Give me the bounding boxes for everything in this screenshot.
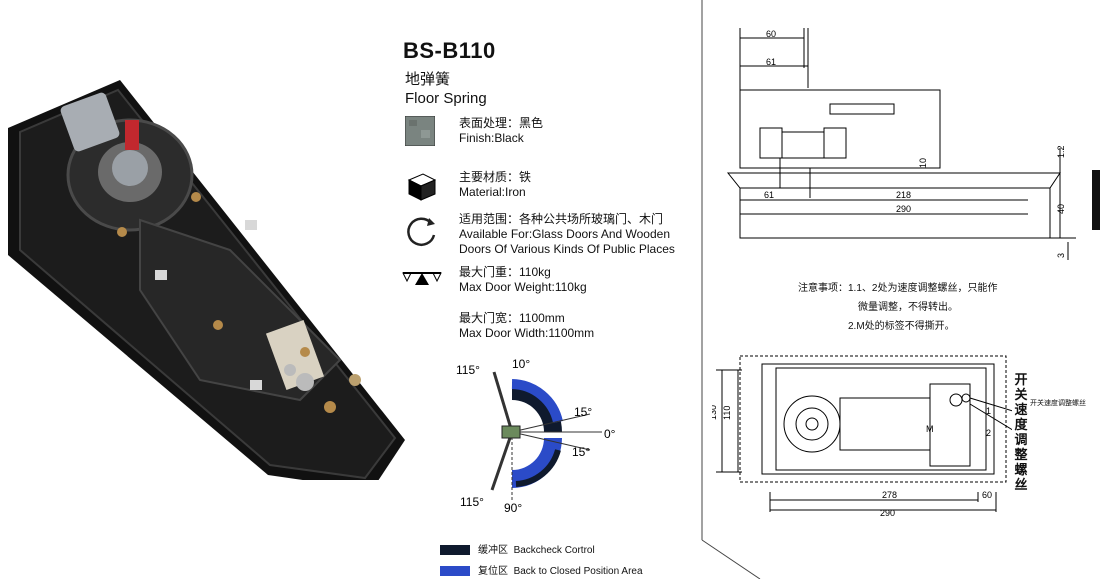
page-edge-marker: [1092, 170, 1100, 230]
spec-finish: 表面处理：黑色 Finish:Black: [404, 115, 705, 150]
backcheck-swatch: [440, 545, 470, 556]
legend-backcheck-en: Backcheck Cortrol: [513, 545, 595, 556]
finish-swatch-icon: [404, 115, 436, 150]
side-dim-10: 10: [918, 158, 928, 168]
side-dim-40: 40: [1056, 204, 1066, 214]
legend-backcheck: 缓冲区 Backcheck Cortrol: [440, 541, 595, 556]
opening-angle-diagram: 115° 10° 15° 0° 15° 115° 90°: [456, 357, 616, 515]
side-view-drawing: 60 61 61 218 290 10 1.2 40 3: [726, 28, 1076, 260]
backcheck-zone-top-inner: [511, 379, 563, 424]
max-weight-cn: 最大门重：110kg: [459, 265, 551, 279]
top-dim-290: 290: [880, 508, 895, 518]
side-dim-3: 3: [1056, 253, 1066, 258]
side-dim-290: 290: [896, 204, 911, 214]
top-view-drawing: 130 110 278 60 290 1 2 M: [712, 355, 1012, 518]
top-mark-1: 1: [986, 406, 991, 416]
note-line-2: 微量调整，不得转出。: [858, 302, 958, 313]
page-fold: [701, 0, 761, 579]
door-arm-115-top: [492, 371, 514, 433]
legend-return-cn: 复位区: [478, 566, 508, 577]
angle-10: 10°: [512, 357, 530, 371]
door-line-15-top: [511, 413, 591, 433]
top-dim-278: 278: [882, 490, 897, 500]
spec-available-for: 适用范围：各种公共场所玻璃门、木门 Available For:Glass Do…: [405, 212, 705, 260]
material-cube-icon: [405, 170, 437, 206]
angle-115-bottom: 115°: [460, 495, 484, 509]
max-weight-en: Max Door Weight:110kg: [459, 280, 587, 294]
angle-15-bottom: 15°: [572, 445, 590, 459]
note-line-1: 注意事项：1.1、2处为速度调整螺丝，只能作: [798, 283, 998, 294]
available-cn: 适用范围：各种公共场所玻璃门、木门: [459, 212, 664, 226]
material-cn: 主要材质：铁: [459, 170, 532, 184]
side-dim-61: 61: [766, 57, 776, 67]
max-width-cn: 最大门宽：1100mm: [459, 311, 565, 325]
floor-spring-photo: [8, 80, 405, 480]
angle-15-top: 15°: [574, 405, 592, 419]
angle-0: 0°: [604, 427, 616, 441]
note-line-3: 2.M处的标签不得撕开。: [848, 321, 955, 332]
available-en: Available For:Glass Doors And Wooden: [459, 227, 671, 241]
spec-material: 主要材质：铁 Material:Iron: [405, 170, 705, 204]
legend-backcheck-cn: 缓冲区: [478, 545, 508, 556]
top-dim-60: 60: [982, 490, 992, 500]
max-width-en: Max Door Width:1100mm: [459, 326, 595, 340]
rotation-arrows-icon: [405, 215, 439, 253]
spec-max-weight: 最大门重：110kg Max Door Weight:110kg: [402, 265, 705, 299]
top-dim-110: 110: [722, 406, 732, 420]
side-dim-60: 60: [766, 29, 776, 39]
speed-screw-label-small: 开关速度调整螺丝: [1030, 400, 1086, 407]
side-dim-218: 218: [896, 190, 911, 200]
finish-cn: 表面处理：黑色: [459, 116, 544, 130]
product-name-cn: 地弹簧: [405, 71, 451, 88]
top-mark-2: 2: [986, 428, 991, 438]
product-name-en: Floor Spring: [405, 90, 487, 107]
angle-115-top: 115°: [456, 363, 480, 377]
legend-return-en: Back to Closed Position Area: [513, 566, 643, 577]
return-zone-bottom: [512, 438, 562, 488]
backcheck-zone-top: [512, 382, 562, 432]
backcheck-zone-bottom: [515, 449, 561, 487]
top-dim-130: 130: [712, 405, 718, 420]
legend-return: 复位区 Back to Closed Position Area: [440, 562, 643, 577]
speed-screw-label-vertical: 开关速度调整螺丝: [1014, 372, 1028, 492]
floor-spring-body: [8, 80, 405, 480]
return-swatch: [440, 566, 470, 577]
material-en: Material:Iron: [459, 185, 526, 199]
side-dim-61b: 61: [764, 190, 774, 200]
top-mark-m: M: [926, 424, 934, 434]
balance-scale-icon: [401, 267, 445, 291]
pivot-block: [501, 425, 521, 439]
finish-en: Finish:Black: [459, 131, 524, 145]
model-title: BS-B110: [403, 38, 496, 63]
available-en2: Doors Of Various Kinds Of Public Places: [459, 242, 675, 256]
angle-90: 90°: [504, 501, 522, 515]
spec-max-width: 最大门宽：1100mm Max Door Width:1100mm: [405, 311, 705, 345]
door-line-15-bottom: [511, 431, 591, 451]
door-arm-115-bottom: [490, 431, 514, 491]
side-dim-1-2: 1.2: [1056, 145, 1066, 158]
